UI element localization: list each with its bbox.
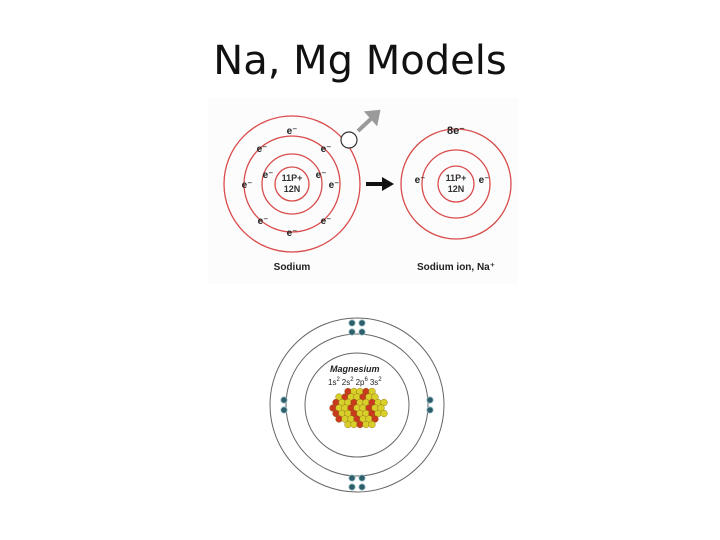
- atom-shell-3: [223, 115, 361, 253]
- slide-title: Na, Mg Models: [213, 38, 507, 84]
- atom-electron: e⁻: [321, 216, 332, 227]
- atom-neutrons-label: 12N: [284, 184, 301, 194]
- mg-electron: [426, 396, 434, 404]
- mg-electron: [348, 328, 356, 336]
- atom-shell-1: [261, 153, 323, 215]
- mg-nucleon: [371, 393, 379, 401]
- mg-electron: [348, 483, 356, 491]
- atom-electron: e⁻: [242, 180, 253, 191]
- mg-electron: [280, 396, 288, 404]
- sodium-atom-caption: Sodium: [274, 262, 311, 273]
- atom-shell-2: [243, 135, 341, 233]
- atom-electron: e⁻: [263, 170, 274, 181]
- mg-nucleon: [362, 420, 370, 429]
- mg-shell-2: [285, 333, 429, 477]
- ion-protons-label: 11P+: [446, 173, 467, 183]
- mg-electron: [348, 474, 356, 482]
- mg-electron: [358, 483, 366, 491]
- atom-electron: e⁻: [316, 170, 327, 181]
- reaction-arrow-icon: [382, 177, 394, 191]
- mg-nucleon: [344, 420, 352, 429]
- mg-shell-3: [269, 317, 445, 493]
- ion-electron-right: e⁻: [479, 175, 490, 186]
- mg-nucleus: [329, 387, 388, 429]
- mg-electron: [358, 328, 366, 336]
- ion-shell-2: [400, 128, 512, 240]
- atom-electron: e⁻: [258, 216, 269, 227]
- mg-electron: [358, 319, 366, 327]
- mg-nucleon: [380, 409, 388, 418]
- electron-loss-arrow-icon: [356, 109, 381, 133]
- atom-electron: e⁻: [287, 126, 298, 137]
- mg-electron: [280, 406, 288, 414]
- ion-nucleus-ring: [437, 165, 475, 203]
- mg-shell-1: [304, 352, 410, 458]
- atom-electron: e⁻: [287, 228, 298, 239]
- atom-electron: e⁻: [329, 180, 340, 191]
- mg-nucleon: [368, 387, 376, 396]
- sodium-ion-caption: Sodium ion, Na⁺: [417, 262, 495, 273]
- ion-shell-1: [421, 149, 491, 219]
- mg-element-name: Magnesium: [330, 364, 380, 374]
- mg-nucleon: [371, 415, 379, 423]
- ion-neutrons-label: 12N: [448, 184, 465, 194]
- ion-electron-left: e⁻: [415, 175, 426, 186]
- mg-nucleon: [380, 398, 388, 407]
- mg-electrons: [280, 319, 434, 491]
- atom-nucleus-ring: [274, 166, 310, 202]
- mg-electron: [426, 406, 434, 414]
- mg-nucleon: [368, 420, 376, 429]
- atom-electron: e⁻: [321, 144, 332, 155]
- ion-outer-shell-label: 8e⁻: [447, 125, 465, 137]
- mg-electron: [348, 319, 356, 327]
- mg-electron: [358, 474, 366, 482]
- atom-electron: e⁻: [257, 144, 268, 155]
- lost-electron-circle: [340, 131, 358, 149]
- mg-nucleon: [356, 420, 364, 429]
- sodium-ionization-diagram: 11P+ 12N e⁻e⁻e⁻e⁻e⁻e⁻e⁻e⁻e⁻e⁻e⁻ 11P+ 12N…: [208, 98, 518, 284]
- mg-nucleon: [350, 420, 358, 429]
- mg-nucleon: [377, 404, 385, 412]
- atom-protons-label: 11P+: [282, 173, 303, 183]
- mg-nucleon: [335, 415, 343, 423]
